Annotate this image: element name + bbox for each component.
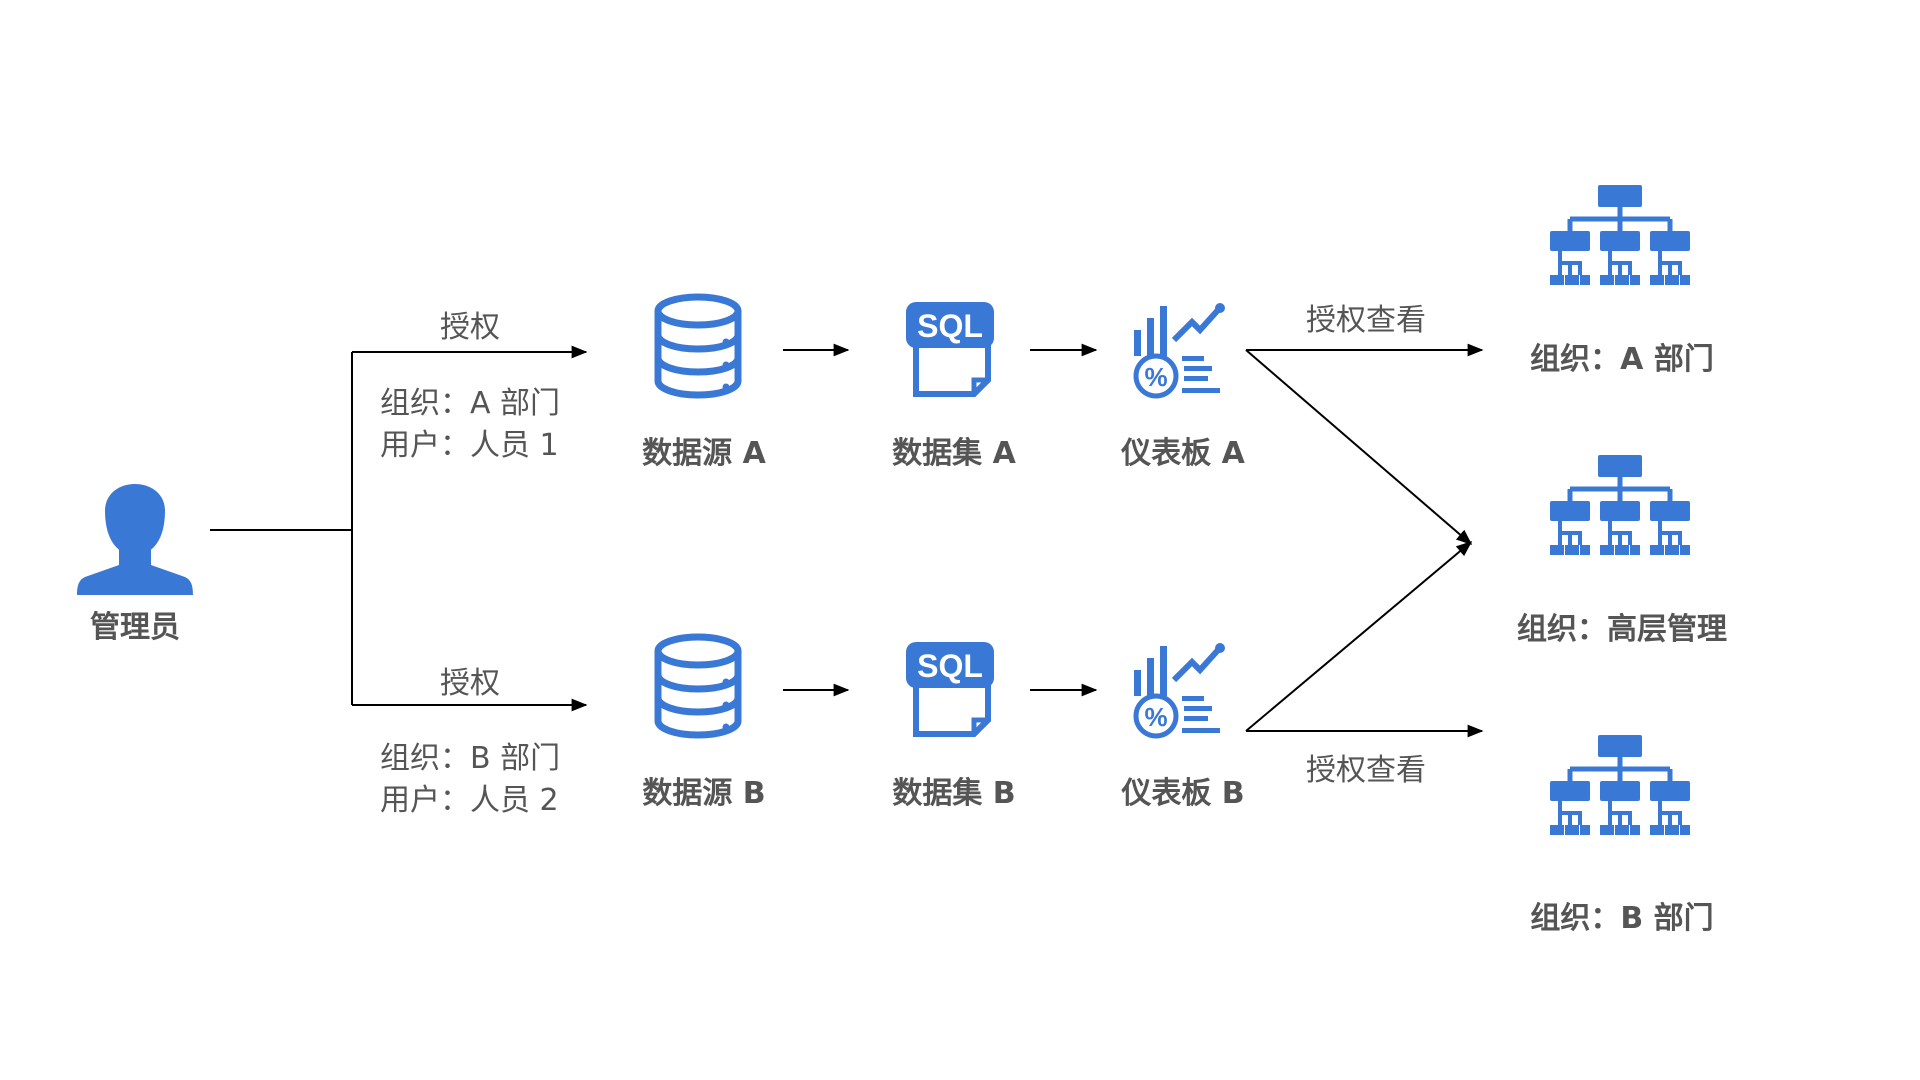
dashboard-chart-icon <box>1134 303 1225 396</box>
datasource-label-a: 数据源 A <box>642 436 766 471</box>
dataset-label-b: 数据集 B <box>892 776 1016 811</box>
org-label-a: 组织：A 部门 <box>1530 342 1714 377</box>
auth-user-line-a: 用户：人员 1 <box>380 428 559 463</box>
dashboard-chart-icon <box>1134 643 1225 736</box>
auth-user-line-b: 用户：人员 2 <box>380 783 559 818</box>
auth-org-line-a: 组织：A 部门 <box>380 386 561 421</box>
org-chart-icon <box>1550 455 1690 555</box>
database-icon <box>658 297 738 395</box>
org-label-top: 组织：高层管理 <box>1517 612 1727 647</box>
view-arrow-a-to-org-top <box>1245 349 1473 546</box>
sql-file-icon <box>906 642 994 734</box>
database-icon <box>658 637 738 735</box>
admin-label: 管理员 <box>90 610 180 645</box>
dataset-label-a: 数据集 A <box>892 436 1016 471</box>
edge-label-auth-a: 授权 <box>440 310 500 345</box>
edge-label-auth-b: 授权 <box>440 666 500 701</box>
view-arrow-b-to-org-top <box>1245 540 1473 732</box>
dashboard-label-a: 仪表板 A <box>1121 436 1245 471</box>
auth-org-line-b: 组织：B 部门 <box>380 741 561 776</box>
view-label-a: 授权查看 <box>1306 303 1426 338</box>
sql-file-icon <box>906 302 994 394</box>
view-label-b: 授权查看 <box>1306 753 1426 788</box>
user-icon <box>77 484 193 595</box>
org-chart-icon <box>1550 735 1690 835</box>
connector-lines <box>210 343 1484 738</box>
org-chart-icon <box>1550 185 1690 285</box>
dashboard-label-b: 仪表板 B <box>1121 776 1245 811</box>
org-label-b: 组织：B 部门 <box>1530 901 1714 936</box>
datasource-label-b: 数据源 B <box>642 776 766 811</box>
